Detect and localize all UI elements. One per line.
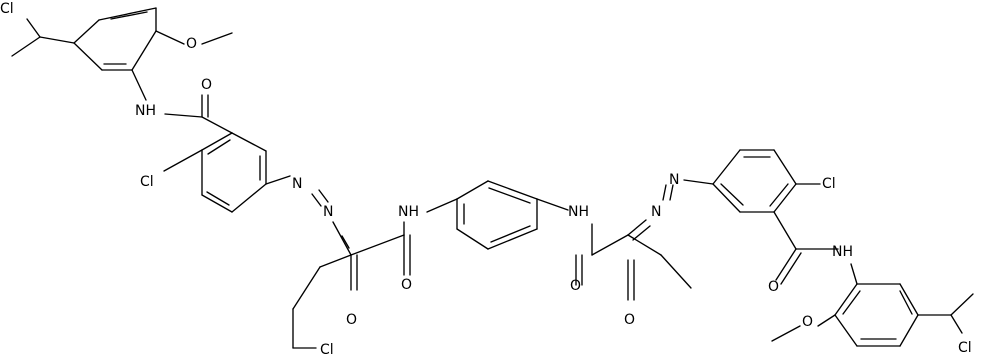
nitrogen-label: N bbox=[323, 204, 333, 220]
chlorine-label: Cl bbox=[0, 1, 14, 17]
nitrogen-label: N bbox=[651, 204, 661, 220]
nitrogen-label: N bbox=[292, 176, 302, 192]
oxygen-label: O bbox=[346, 312, 357, 328]
amide-nh-label: NH bbox=[832, 244, 853, 260]
oxygen-label: O bbox=[401, 277, 412, 293]
oxygen-label: O bbox=[201, 77, 212, 93]
chlorine-label: Cl bbox=[140, 174, 154, 190]
oxygen-label: O bbox=[802, 314, 813, 330]
amide-nh-label: NH bbox=[135, 103, 156, 119]
chlorine-label: Cl bbox=[822, 176, 836, 192]
nitrogen-label: N bbox=[669, 172, 679, 188]
oxygen-label: O bbox=[570, 278, 581, 294]
atom-labels: Cl O O NH Cl N N NH O O Cl NH N N Cl O O… bbox=[0, 1, 972, 358]
chlorine-label: Cl bbox=[320, 342, 334, 358]
bond-lines bbox=[11, 7, 974, 349]
oxygen-label: O bbox=[624, 312, 635, 328]
oxygen-label: O bbox=[186, 36, 197, 52]
amide-nh-label: NH bbox=[568, 204, 589, 220]
oxygen-label: O bbox=[768, 279, 779, 295]
chlorine-label: Cl bbox=[958, 340, 972, 356]
amide-nh-label: NH bbox=[398, 204, 419, 220]
